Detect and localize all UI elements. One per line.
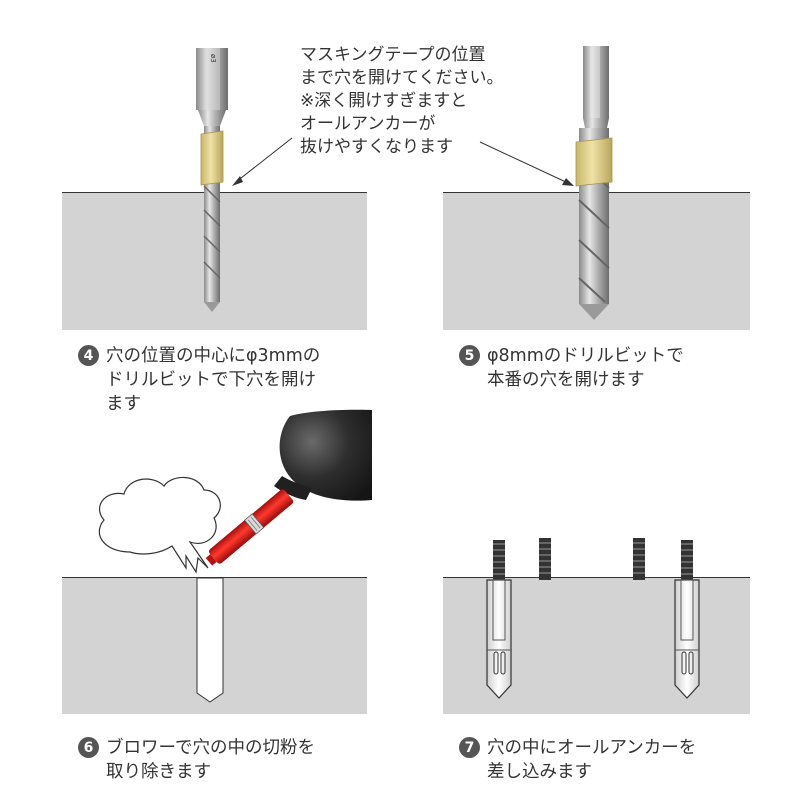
anchor-inserted [486,540,512,699]
step-text-line: 本番の穴を開けます [487,370,645,390]
step-text-line: 取り除きます [106,762,211,782]
anchor-inserted [674,540,700,699]
blower-bulb [279,409,372,501]
panel-step-4: ø3 [62,48,367,330]
anchor-bolt [539,538,551,580]
anchor-bolt [633,538,645,580]
masking-tape [575,137,613,187]
step-text-line: φ8mmのドリルビットで [487,346,684,366]
dust-cloud [98,476,221,574]
step-7-caption: 7 穴の中にオールアンカーを 差し込みます [459,736,696,784]
step-number-badge: 7 [459,737,480,758]
step-number-badge: 6 [78,737,99,758]
step-number-badge: 5 [459,345,480,366]
svg-text:ø3: ø3 [209,54,217,63]
drilled-hole [196,577,224,703]
step-text-line: ます [106,394,141,414]
step-text-line: 差し込みます [487,762,592,782]
panel-step-7 [443,538,750,714]
step-number-badge: 4 [78,345,99,366]
callout-line: まで穴を開けてください。 [300,68,504,88]
callout-note: マスキングテープの位置 まで穴を開けてください。 ※深く開けすぎますと オールア… [300,44,540,159]
callout-line: ※深く開けすぎますと [300,91,468,111]
panel-step-5 [443,46,750,330]
blower-nozzle [205,489,294,566]
step-text-line: 穴の中にオールアンカーを [487,738,697,758]
step-6-caption: 6 ブロワーで穴の中の切粉を 取り除きます [78,736,315,784]
step-text-line: 穴の位置の中心にφ3mmの [106,346,321,366]
callout-line: マスキングテープの位置 [300,45,486,65]
masking-tape [200,130,224,186]
step-text-line: ドリルビットで下穴を開け [106,370,316,390]
callout-line: 抜けやすくなります [300,137,453,157]
step-4-caption: 4 穴の位置の中心にφ3mmの ドリルビットで下穴を開け ます [78,344,320,416]
step-5-caption: 5 φ8mmのドリルビットで 本番の穴を開けます [459,344,684,392]
callout-line: オールアンカーが [300,114,436,134]
step-text-line: ブロワーで穴の中の切粉を [106,738,315,758]
panel-step-6 [62,409,372,714]
